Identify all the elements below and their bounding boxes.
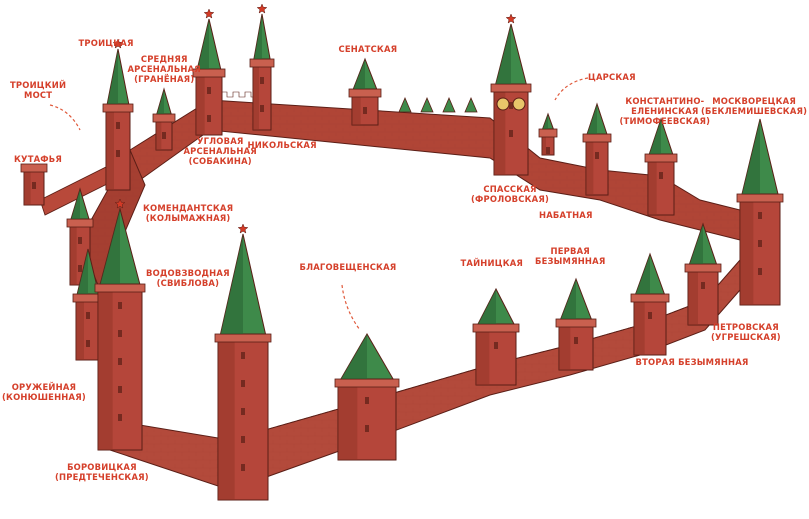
tower-nikolskaya xyxy=(249,3,275,131)
label-troitskaya: ТРОИЦКАЯ xyxy=(79,38,134,48)
wall-turret xyxy=(442,96,456,113)
label-line: (СОБАКИНА) xyxy=(188,156,252,166)
tower-blagoveshchenskaya xyxy=(334,333,400,461)
label-line: ПЕРВАЯ xyxy=(550,246,590,256)
label-line: БЕЗЫМЯННАЯ xyxy=(535,256,606,266)
label-kutafya: КУТАФЬЯ xyxy=(14,154,62,164)
tower-moskvoretskaya xyxy=(736,118,784,306)
tower-uglovaya xyxy=(192,8,226,136)
label-senatskaya: СЕНАТСКАЯ xyxy=(339,44,398,54)
label-line: СПАССКАЯ xyxy=(483,184,537,194)
wall-turret xyxy=(420,96,434,113)
label-line: АРСЕНАЛЬНАЯ xyxy=(127,64,201,74)
wall-turret xyxy=(464,96,478,113)
label-line: ТРОИЦКИЙ xyxy=(10,80,67,90)
tower-petrovskaya xyxy=(684,222,722,326)
star-icon xyxy=(112,38,124,49)
label-line: ЦАРСКАЯ xyxy=(588,72,636,82)
label-petrovskaya: ПЕТРОВСКАЯ(УГРЕШСКАЯ) xyxy=(711,322,781,342)
label-blagoveshchenskaya: БЛАГОВЕЩЕНСКАЯ xyxy=(300,262,397,272)
tower-pervaya xyxy=(555,277,597,371)
tower-nabatnaya xyxy=(582,102,612,196)
tower-srednyaya xyxy=(152,87,176,151)
label-line: СЕНАТСКАЯ xyxy=(338,44,398,54)
clock-icon xyxy=(512,97,526,111)
label-tsarskaya: ЦАРСКАЯ xyxy=(588,72,636,82)
label-line: МОСКВОРЕЦКАЯ xyxy=(712,96,796,106)
tower-spasskaya xyxy=(490,13,532,176)
tower-oruzheynaya xyxy=(72,248,104,361)
label-vtoraya: ВТОРАЯ БЕЗЫМЯННАЯ xyxy=(636,357,749,367)
star-icon xyxy=(114,198,126,209)
tower-taynitskaya xyxy=(472,287,520,386)
tower-kutafya xyxy=(20,163,48,206)
label-line: ОРУЖЕЙНАЯ xyxy=(11,382,77,392)
label-komendantskaya: КОМЕНДАНТСКАЯ(КОЛЫМАЖНАЯ) xyxy=(143,203,233,223)
label-line: ПЕТРОВСКАЯ xyxy=(712,322,779,332)
label-line: НИКОЛЬСКАЯ xyxy=(247,140,317,150)
label-line: НАБАТНАЯ xyxy=(539,210,593,220)
star-icon xyxy=(256,3,268,14)
label-line: ВТОРАЯ БЕЗЫМЯННАЯ xyxy=(635,357,749,367)
clock-icon xyxy=(496,97,510,111)
label-line: БОРОВИЦКАЯ xyxy=(67,462,137,472)
arrow-tsarskaya xyxy=(554,77,589,101)
label-line: (ФРОЛОВСКАЯ) xyxy=(471,194,549,204)
label-line: ЕЛЕНИНСКАЯ xyxy=(631,106,699,116)
label-vodovzvodnaya: ВОДОВЗВОДНАЯ(СВИБЛОВА) xyxy=(146,268,230,288)
label-line: ТАЙНИЦКАЯ xyxy=(460,258,524,268)
tower-borovitskaya xyxy=(94,198,146,451)
label-konstantino: КОНСТАНТИНО-ЕЛЕНИНСКАЯ(ТИМОФЕЕВСКАЯ) xyxy=(620,96,711,126)
tower-tsarskaya xyxy=(538,112,558,156)
label-line: АРСЕНАЛЬНАЯ xyxy=(183,146,257,156)
star-icon xyxy=(505,13,517,24)
label-line: КУТАФЬЯ xyxy=(14,154,63,164)
label-line: (СВИБЛОВА) xyxy=(156,278,220,288)
tower-vodovzvodnaya xyxy=(214,223,272,501)
label-line: (БЕКЛЕМИШЕВСКАЯ) xyxy=(701,106,808,116)
tower-senatskaya xyxy=(348,57,382,126)
label-nabatnaya: НАБАТНАЯ xyxy=(539,210,593,220)
label-line: (ПРЕДТЕЧЕНСКАЯ) xyxy=(55,472,149,482)
tower-konstantino xyxy=(644,117,678,216)
label-line: (ТИМОФЕЕВСКАЯ) xyxy=(619,116,711,126)
label-line: МОСТ xyxy=(24,90,53,100)
label-line: (ГРАНЁНАЯ) xyxy=(134,74,195,84)
label-line: СРЕДНЯЯ xyxy=(140,54,188,64)
label-line: ВОДОВЗВОДНАЯ xyxy=(146,268,230,278)
annotation-arrows xyxy=(49,77,589,331)
label-spasskaya: СПАССКАЯ(ФРОЛОВСКАЯ) xyxy=(471,184,549,204)
star-icon xyxy=(237,223,249,234)
label-moskvoretskaya: МОСКВОРЕЦКАЯ(БЕКЛЕМИШЕВСКАЯ) xyxy=(701,96,807,116)
tower-troitskaya xyxy=(102,38,134,191)
label-nikolskaya: НИКОЛЬСКАЯ xyxy=(248,140,317,150)
label-line: (КОНЮШЕННАЯ) xyxy=(2,392,86,402)
label-line: КОМЕНДАНТСКАЯ xyxy=(143,203,234,213)
star-icon xyxy=(203,8,215,19)
label-line: ТРОИЦКАЯ xyxy=(78,38,134,48)
label-line: КОНСТАНТИНО- xyxy=(625,96,705,106)
label-line: (КОЛЫМАЖНАЯ) xyxy=(145,213,231,223)
label-taynitskaya: ТАЙНИЦКАЯ xyxy=(461,258,524,268)
label-borovitskaya: БОРОВИЦКАЯ(ПРЕДТЕЧЕНСКАЯ) xyxy=(55,462,149,482)
arrow-troitsky-most xyxy=(49,104,81,131)
wall-turret xyxy=(398,96,412,113)
tower-vtoraya xyxy=(630,252,670,356)
arrow-blagoveshchenskaya xyxy=(341,284,361,331)
label-line: (УГРЕШСКАЯ) xyxy=(711,332,781,342)
label-line: БЛАГОВЕЩЕНСКАЯ xyxy=(299,262,397,272)
label-line: УГЛОВАЯ xyxy=(196,136,244,146)
label-oruzheynaya: ОРУЖЕЙНАЯ(КОНЮШЕННАЯ) xyxy=(2,382,86,402)
